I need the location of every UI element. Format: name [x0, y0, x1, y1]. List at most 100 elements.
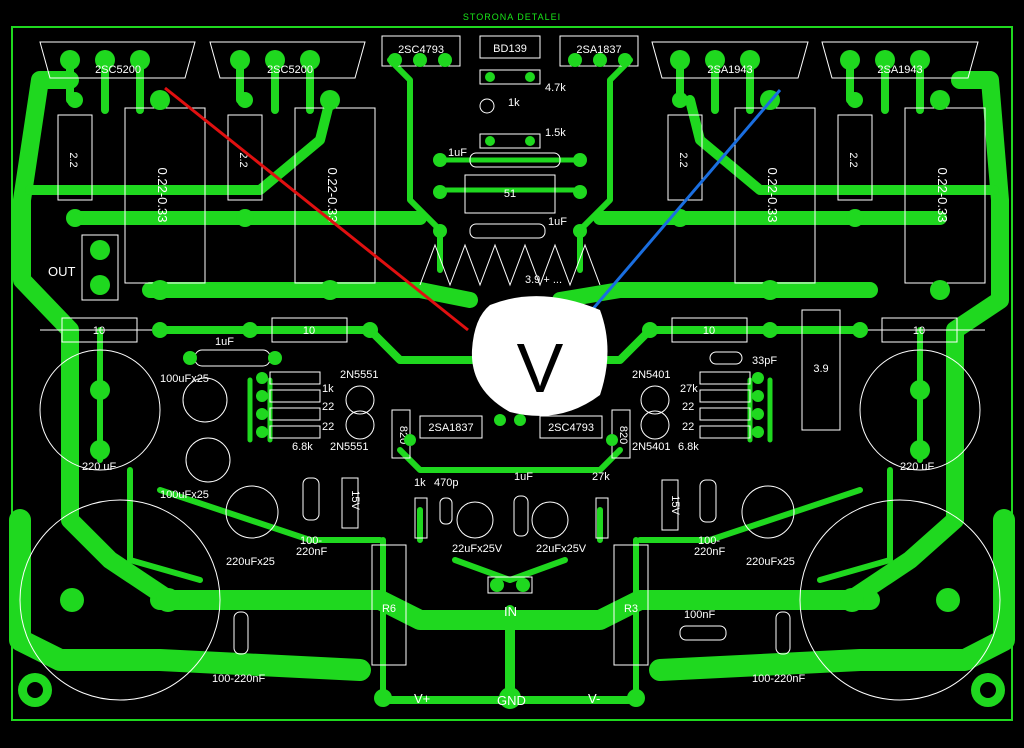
label-cap-bottom-left: 100-220nF — [212, 673, 265, 685]
label-bias-r51: 51 — [504, 188, 516, 200]
label-rb1: 2.2 — [67, 152, 79, 167]
output-terminal: OUT — [48, 234, 119, 301]
zener-and-caps: 15V 15V 100- 220nF 100- 220nF 220uFx25 2… — [225, 477, 795, 568]
bias-cluster: 4.7k 1k 1.5k 1uF 51 1uF 3.9 + ... — [419, 69, 601, 287]
label-left-r2: 22 — [322, 401, 334, 413]
transistor-q5: 2SA1943 — [651, 41, 809, 79]
transistor-q1: 2SC5200 — [39, 41, 196, 79]
output-transistor-row: 2SC5200 2SC5200 2SC4793 BD139 2SA1837 2S… — [39, 35, 979, 79]
label-right-r4: 6.8k — [678, 441, 699, 453]
label-r10-1: 10 — [93, 325, 105, 337]
label-left-q2: 2N5551 — [330, 441, 369, 453]
label-re3: 0.22-0.33 — [765, 168, 780, 223]
label-mid-q1: 2SA1837 — [428, 422, 473, 434]
label-gnd: GND — [497, 693, 526, 708]
middle-transistors: 2SA1837 2SC4793 — [404, 414, 618, 446]
label-mid-q2: 2SC4793 — [548, 422, 594, 434]
label-q4: 2SA1837 — [576, 44, 621, 56]
label-in-r27k: 27k — [592, 471, 610, 483]
label-right-r2: 22 — [682, 401, 694, 413]
label-cap-mid-left-1: 100- — [300, 535, 322, 547]
label-r39: 3.9 — [813, 363, 828, 375]
label-q1: 2SC5200 — [95, 64, 141, 76]
label-cap-mid-left-2: 220nF — [296, 546, 327, 558]
label-re4: 0.22-0.33 — [935, 168, 950, 223]
label-rb3: 2.2 — [677, 152, 689, 167]
label-c220-left: 220 uF — [82, 461, 117, 473]
label-cap-bottom-right: 100-220nF — [752, 673, 805, 685]
label-in-cap-b: 22uFx25V — [536, 543, 587, 555]
label-q3: 2SC4793 — [398, 44, 444, 56]
label-right-r1: 27k — [680, 383, 698, 395]
label-left-r4: 6.8k — [292, 441, 313, 453]
label-c220-right: 220 uF — [900, 461, 935, 473]
label-zener-right: 15V — [669, 495, 681, 515]
label-c100nf: 100nF — [684, 609, 715, 621]
pointer-glyph: V — [517, 329, 564, 407]
supply-resistors: R6 R3 — [371, 544, 649, 666]
transistor-q4: 2SA1837 — [559, 35, 639, 67]
label-out: OUT — [48, 264, 76, 279]
ten-ohm-resistors: 10 10 10 10 — [40, 317, 985, 343]
board-title: STORONA DETALEI — [463, 12, 561, 22]
transistor-q3: 2SC4793 — [381, 35, 461, 67]
label-in-c1uf: 1uF — [514, 471, 533, 483]
label-right-r3: 22 — [682, 421, 694, 433]
label-r3: R3 — [624, 603, 638, 615]
label-c33pf: 33pF — [752, 355, 777, 367]
label-left-q: 2N5551 — [340, 369, 379, 381]
label-c100-bottom: 100uFx25 — [160, 489, 209, 501]
label-bias-r1: 4.7k — [545, 82, 566, 94]
label-c1uf-left: 1uF — [215, 336, 234, 348]
label-re1: 0.22-0.33 — [155, 168, 170, 223]
label-vminus: V- — [588, 691, 600, 706]
label-q5: 2SA1943 — [707, 64, 752, 76]
input-section: 1k 470p 1uF 27k 22uFx25V 22uFx25V IN — [414, 471, 610, 619]
label-vplus: V+ — [414, 691, 430, 706]
label-zener-left: 15V — [349, 490, 361, 510]
label-zobel: 3.9 + ... — [525, 274, 562, 286]
label-rb4: 2.2 — [847, 152, 859, 167]
label-bias-r3: 1.5k — [545, 127, 566, 139]
label-bias-c2: 1uF — [548, 216, 567, 228]
label-r10-2: 10 — [303, 325, 315, 337]
label-q6: 2SA1943 — [877, 64, 922, 76]
label-c220x25-left: 220uFx25 — [226, 556, 275, 568]
power-resistors: 0.22-0.33 0.22-0.33 0.22-0.33 0.22-0.33 … — [57, 90, 986, 300]
label-bd139: BD139 — [493, 43, 527, 55]
label-rb2: 2.2 — [237, 152, 249, 167]
board-outline — [11, 26, 1013, 721]
label-r820-right: 820 — [617, 426, 629, 444]
left-driver-section: 1uF 100uFx25 100uFx25 220 uF 2N5551 1k 2… — [39, 336, 411, 501]
right-driver-section: 33pF 3.9 220 uF 2N5401 27k 22 22 6.8k 2N… — [611, 309, 981, 473]
label-right-q2: 2N5401 — [632, 441, 671, 453]
red-pointer-line — [164, 86, 469, 332]
transistor-bd139: BD139 — [479, 35, 541, 59]
label-bias-c1: 1uF — [448, 147, 467, 159]
label-in-c470: 470p — [434, 477, 458, 489]
label-r10-3: 10 — [703, 325, 715, 337]
label-in-r1k: 1k — [414, 477, 426, 489]
mounting-holes — [18, 673, 1005, 707]
label-right-q: 2N5401 — [632, 369, 671, 381]
blue-pointer-line — [590, 89, 782, 311]
label-in-cap-a: 22uFx25V — [452, 543, 503, 555]
transistor-q2: 2SC5200 — [209, 41, 366, 79]
label-bias-r2: 1k — [508, 97, 520, 109]
label-in: IN — [504, 604, 517, 619]
filter-capacitors: 100-220nF 100-220nF 100nF — [19, 499, 1001, 701]
label-r10-4: 10 — [913, 325, 925, 337]
label-q2: 2SC5200 — [267, 64, 313, 76]
label-r6: R6 — [382, 603, 396, 615]
label-left-r3: 22 — [322, 421, 334, 433]
power-terminals: V+ GND V- — [374, 687, 645, 709]
transistor-q6: 2SA1943 — [821, 41, 979, 79]
label-cap-mid-right-2: 220nF — [694, 546, 725, 558]
label-cap-mid-right-1: 100- — [698, 535, 720, 547]
label-re2: 0.22-0.33 — [325, 168, 340, 223]
pointer-blob: V — [471, 296, 608, 416]
label-c100-top: 100uFx25 — [160, 373, 209, 385]
label-left-r1: 1k — [322, 383, 334, 395]
